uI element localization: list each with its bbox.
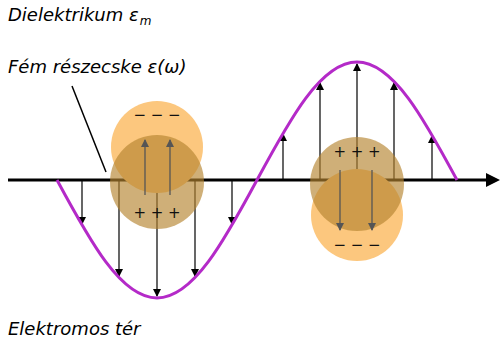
field-label: Elektromos tér: [8, 320, 141, 338]
field-arrow: [282, 134, 283, 180]
field-arrow: [431, 136, 432, 180]
medium-label: Dielektrikum ε: [8, 6, 139, 24]
charge-signs: + + +: [308, 145, 406, 160]
charge-signs: − − −: [108, 108, 206, 123]
internal-field-arrow: [169, 140, 170, 195]
axis-line: [8, 179, 490, 182]
charge-signs: + + +: [108, 206, 206, 221]
internal-field-arrow: [144, 140, 145, 195]
metal-particle: − − − + + +: [108, 98, 206, 234]
field-arrow: [81, 180, 82, 224]
subscript: m: [140, 15, 152, 27]
charge-signs: − − −: [308, 238, 406, 253]
internal-field-arrow: [339, 170, 340, 230]
particle-label: Fém részecske ε(ω): [8, 58, 186, 76]
internal-field-arrow: [371, 170, 372, 230]
leader-line: [72, 86, 106, 172]
field-arrow: [231, 180, 232, 224]
axis-arrowhead: [486, 173, 500, 187]
field-wave: [57, 62, 457, 298]
metal-particle: + + + − − −: [308, 134, 406, 268]
